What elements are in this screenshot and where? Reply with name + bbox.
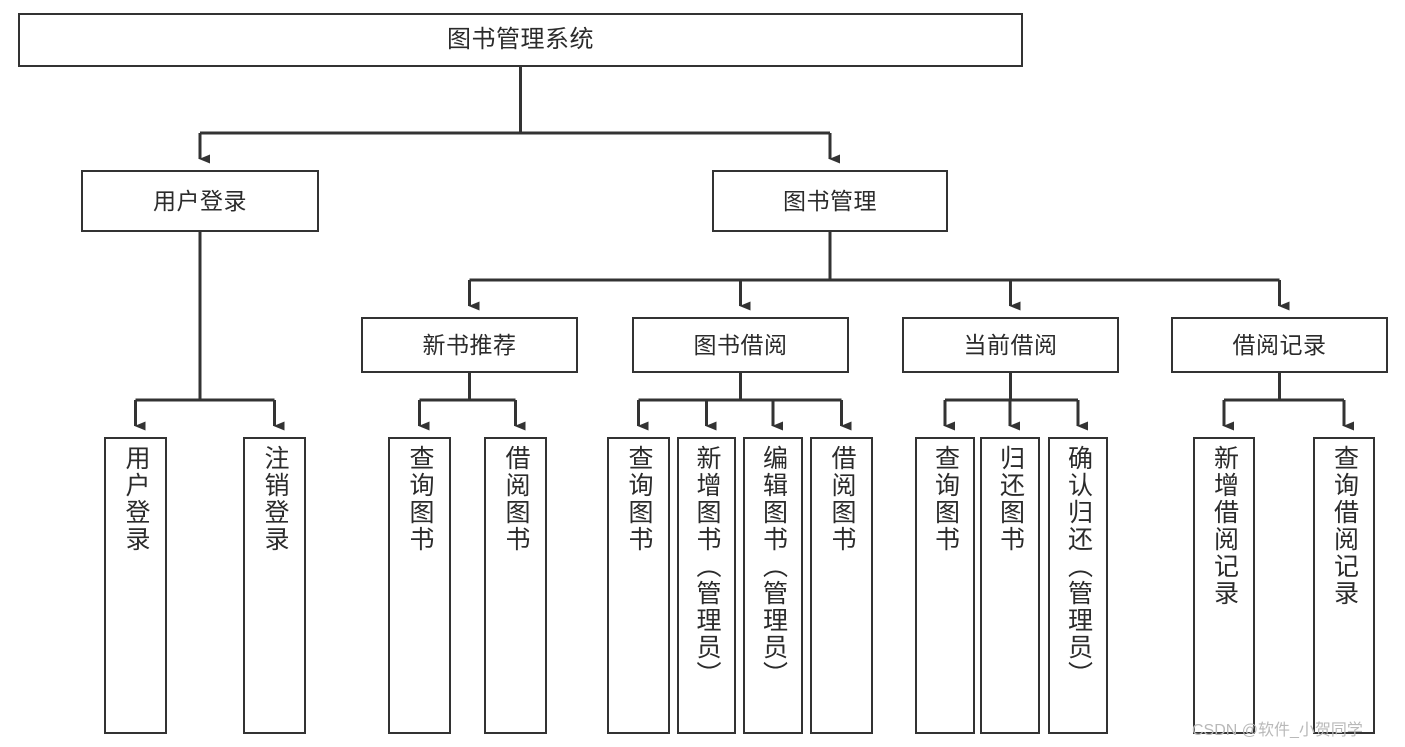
node-label: 当前借阅 [963,331,1058,358]
node-leaf-rec-add[interactable]: 新增借阅记录 [1193,437,1255,734]
node-label: 用户登录 [153,187,247,214]
node-leaf-user-logout[interactable]: 注销登录 [243,437,306,734]
node-label: 查询借阅记录 [1330,445,1359,607]
node-leaf-cur-query[interactable]: 查询图书 [915,437,975,734]
node-label: 借阅图书 [502,445,530,553]
node-leaf-rec-borrow[interactable]: 借阅图书 [484,437,547,734]
node-leaf-rec-query[interactable]: 查询图书 [388,437,451,734]
node-label: 查询图书 [931,445,960,553]
node-leaf-cur-return[interactable]: 归还图书 [980,437,1040,734]
node-label: 归还图书 [996,445,1025,553]
node-label: 借阅记录 [1232,331,1327,358]
node-label: 编辑图书（管理员） [759,445,788,688]
node-user-login[interactable]: 用户登录 [81,170,319,232]
node-leaf-borrow-add[interactable]: 新增图书（管理员） [677,437,736,734]
node-label: 图书管理 [783,187,877,214]
node-borrow-record[interactable]: 借阅记录 [1171,317,1388,373]
node-leaf-cur-confirm[interactable]: 确认归还（管理员） [1048,437,1108,734]
node-leaf-user-login[interactable]: 用户登录 [104,437,167,734]
node-leaf-rec-search[interactable]: 查询借阅记录 [1313,437,1375,734]
node-leaf-borrow-lend[interactable]: 借阅图书 [810,437,873,734]
node-label: 确认归还（管理员） [1064,445,1093,688]
node-label: 用户登录 [122,445,150,553]
node-leaf-borrow-edit[interactable]: 编辑图书（管理员） [743,437,803,734]
node-label: 图书借阅 [693,331,788,358]
node-label: 借阅图书 [828,445,856,553]
node-label: 新增借阅记录 [1210,445,1239,607]
node-label: 注销登录 [261,445,289,553]
node-leaf-borrow-query[interactable]: 查询图书 [607,437,670,734]
node-label: 新书推荐 [422,331,517,358]
node-new-book-rec[interactable]: 新书推荐 [361,317,578,373]
node-book-manage[interactable]: 图书管理 [712,170,948,232]
node-root[interactable]: 图书管理系统 [18,13,1023,67]
node-current-borrow[interactable]: 当前借阅 [902,317,1119,373]
node-book-borrow[interactable]: 图书借阅 [632,317,849,373]
node-label: 查询图书 [406,445,434,553]
node-label: 图书管理系统 [447,26,594,54]
node-label: 查询图书 [625,445,653,553]
node-label: 新增图书（管理员） [693,445,721,688]
